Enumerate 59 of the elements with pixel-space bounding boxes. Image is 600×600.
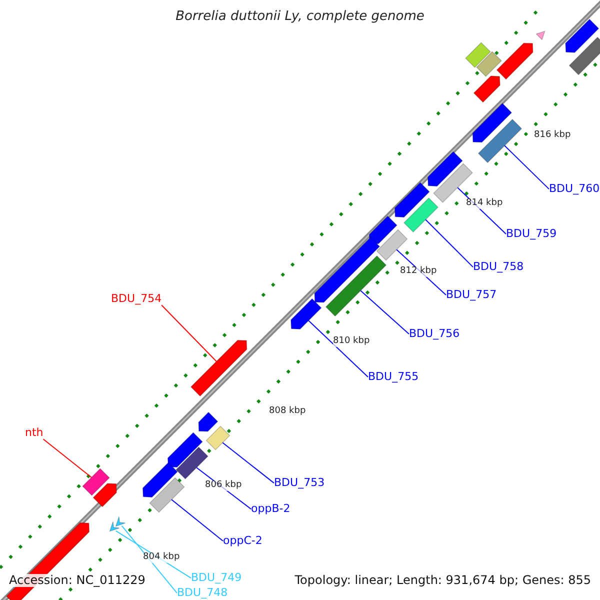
scale-label: 814 kbp [466,199,503,209]
leader-line [42,438,92,478]
gene-bar [427,151,463,187]
gene-bar [314,236,380,303]
gene-label: oppC-2 [223,535,262,548]
gene-bar [368,216,398,244]
scale-label: 806 kbp [205,481,242,491]
gene-label: BDU_760 [549,183,600,196]
gene-bar [142,462,178,498]
leader-line [308,320,368,378]
leader-line [425,219,474,268]
leader-line [360,290,410,335]
gene-bar [496,42,534,80]
gene-bar [198,412,218,432]
gene-label: BDU_756 [409,328,460,340]
genome-info-text: Topology: linear; Length: 931,674 bp; Genes: 855 [294,574,591,588]
gene-bar [149,477,185,513]
gene-label: BDU_749 [191,572,242,584]
gene-marker [109,521,120,532]
scale-label: 808 kbp [269,407,306,417]
gene-label: BDU_757 [446,289,497,302]
scale-label: 812 kbp [400,267,437,277]
scale-label: 816 kbp [534,131,571,141]
gene-bar [206,426,230,450]
gene-bar [465,42,491,68]
gene-bar [565,18,600,53]
gene-bar [92,483,117,508]
accession-text: Accession: NC_011229 [9,574,146,588]
gene-bar [325,255,387,317]
gene-bar [568,36,600,76]
gene-bar [394,182,430,218]
gene-label: BDU_753 [274,477,325,490]
gene-bar [472,102,512,143]
diagram-title: Borrelia duttonii Ly, complete genome [174,10,426,24]
gene-bar [190,340,248,397]
gene-label: BDU_759 [506,228,557,240]
gene-marker [536,30,546,40]
leader-line [121,525,178,594]
gene-label: nth [25,427,44,440]
gene-label: BDU_758 [473,261,524,274]
scale-label: 810 kbp [333,337,370,347]
gene-bar [476,51,502,77]
gene-bar [478,118,522,164]
leader-line [222,442,274,484]
gene-bar [404,198,438,232]
gene-bar [82,468,110,496]
scale-label: 804 kbp [143,553,180,563]
gene-label: BDU_748 [177,587,228,600]
gene-label: BDU_755 [368,371,419,384]
leader-line [161,304,217,362]
gene-bar [290,298,322,330]
gene-bar [176,446,208,480]
leader-line [171,499,224,542]
leader-line [504,145,550,190]
gene-label: oppB-2 [251,503,290,516]
gene-bar [376,229,408,261]
gene-bar [167,432,203,468]
gene-label: BDU_754 [111,293,162,306]
gene-marker [115,516,126,527]
